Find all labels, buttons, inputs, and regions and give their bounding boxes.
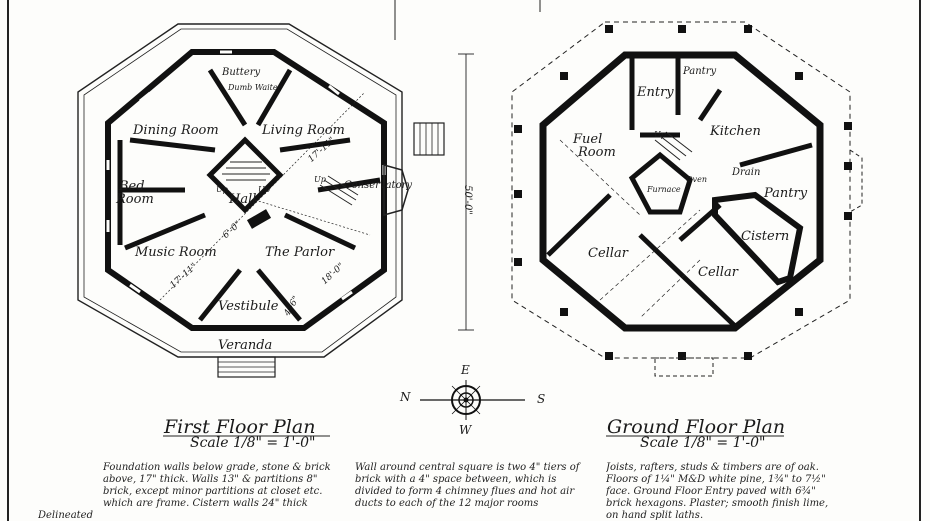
first-floor-scale: Scale 1/8" = 1'-0" (190, 435, 316, 451)
label-fuel-room-line2: Room (578, 145, 616, 160)
note-central-square: Wall around central square is two 4" tie… (355, 462, 580, 509)
ground-floor-plan (511, 21, 863, 377)
first-floor-exterior-wall (105, 49, 387, 331)
label-entry: Entry (637, 85, 674, 100)
overall-dimension-line (458, 53, 474, 331)
label-ground-up: Up (654, 130, 666, 139)
note-foundation: Foundation walls below grade, stone & br… (103, 462, 331, 509)
furnace-core (628, 151, 693, 215)
central-hall (206, 136, 284, 214)
label-cellar-west: Cellar (588, 246, 628, 261)
label-fuel-room-line1: Fuel (573, 132, 603, 147)
label-conservatory: Conservatory (344, 180, 413, 191)
label-cistern: Cistern (741, 229, 790, 244)
label-the-parlor: The Parlor (265, 245, 335, 260)
ground-floor-exterior-wall (539, 51, 824, 332)
ground-south-steps (654, 357, 714, 377)
label-bed-room-line1: Bed (119, 179, 145, 194)
conservatory-bay (383, 164, 409, 216)
label-up-2: Up (258, 185, 270, 194)
note-delineated: Delineated (38, 510, 93, 521)
first-floor-title: First Floor Plan (164, 416, 316, 438)
label-drain: Drain (732, 167, 761, 178)
label-dining-room: Dining Room (133, 123, 219, 138)
compass-east: E (461, 363, 470, 377)
ground-floor-scale: Scale 1/8" = 1'-0" (640, 435, 766, 451)
label-buttery: Buttery (222, 67, 261, 78)
sheet-border (7, 0, 921, 521)
label-cellar-south: Cellar (698, 265, 738, 280)
compass-west: W (459, 423, 472, 437)
label-living-room: Living Room (262, 123, 345, 138)
label-veranda: Veranda (218, 338, 273, 353)
label-up-1: Up (216, 185, 228, 194)
overall-dimension: 50'-0" (461, 185, 473, 215)
label-vestibule: Vestibule (218, 299, 279, 314)
label-pantry-north: Pantry (683, 66, 717, 77)
compass-north: N (400, 390, 411, 404)
label-music-room: Music Room (135, 245, 217, 260)
first-floor-plan (77, 23, 445, 378)
label-bed-room-line2: Room (116, 192, 154, 207)
label-dumb-waiter: Dumb Waiter (228, 83, 282, 92)
compass-rose (420, 380, 525, 420)
label-furnace: Furnace (647, 185, 681, 194)
ground-east-porch (849, 149, 863, 213)
label-oven: Oven (686, 175, 707, 184)
cistern (712, 191, 804, 286)
veranda-outline (77, 23, 403, 358)
label-up-3: Up (314, 175, 326, 184)
label-hall: Hall (229, 192, 257, 207)
label-kitchen: Kitchen (710, 124, 761, 139)
compass-south: S (537, 392, 546, 406)
note-materials: Joists, rafters, studs & timbers are of … (606, 462, 829, 520)
east-stoop (413, 122, 445, 156)
ground-floor-title: Ground Floor Plan (607, 416, 786, 438)
label-pantry-east: Pantry (764, 186, 808, 201)
